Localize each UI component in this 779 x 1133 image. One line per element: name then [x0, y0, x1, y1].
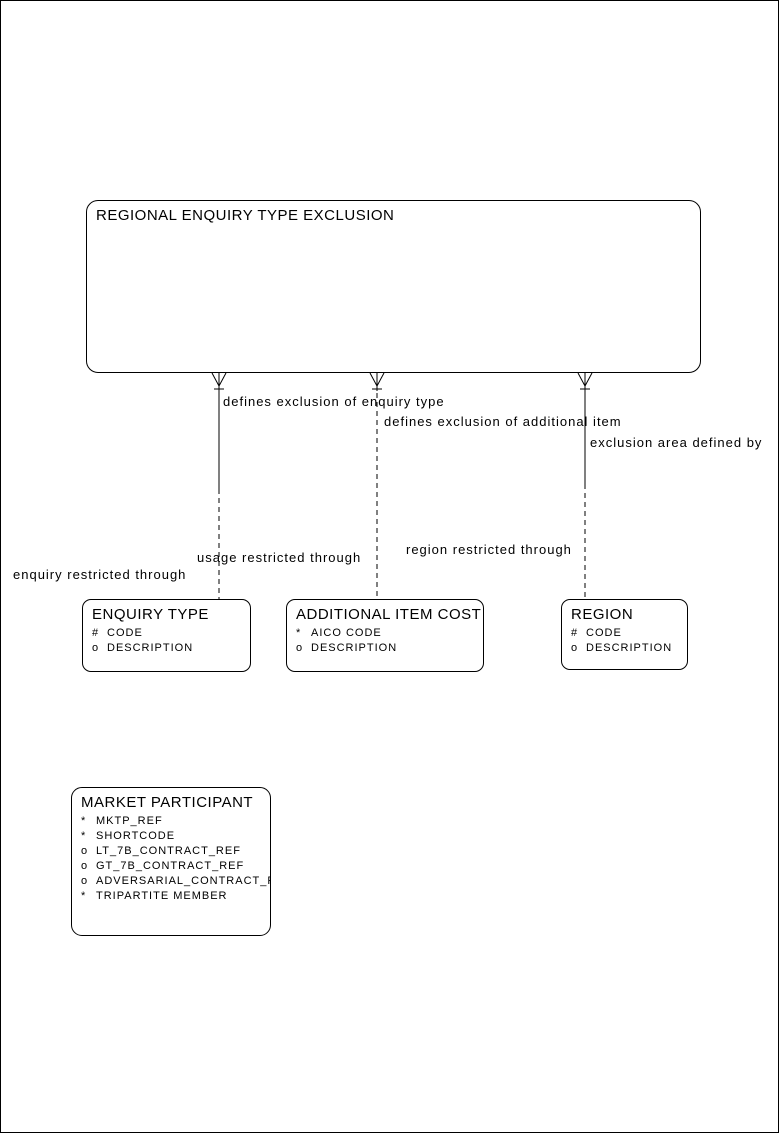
attribute-row: o ADVERSARIAL_CONTRACT_REF [81, 874, 270, 889]
attribute-name: MKTP_REF [96, 815, 163, 827]
attribute-row: o DESCRIPTION [296, 641, 483, 656]
entity-regional-enquiry-type-exclusion[interactable]: REGIONAL ENQUIRY TYPE EXCLUSION [86, 200, 701, 373]
relationship-label-region-restricted-through: region restricted through [406, 542, 572, 557]
attribute-name: ADVERSARIAL_CONTRACT_REF [96, 875, 270, 887]
relationship-label-usage-restricted-through: usage restricted through [197, 550, 362, 565]
attribute-name: TRIPARTITE MEMBER [96, 890, 228, 902]
attribute-name: DESCRIPTION [311, 642, 398, 654]
attribute-prefix: o [571, 642, 578, 654]
attribute-prefix: o [81, 845, 88, 857]
connector-enquiry-type [211, 372, 227, 599]
attribute-list: # CODE o DESCRIPTION [83, 626, 250, 656]
attribute-prefix: * [81, 890, 86, 902]
relationship-label-defines-exclusion-of-enquiry-type: defines exclusion of enquiry type [223, 394, 445, 409]
attribute-name: GT_7B_CONTRACT_REF [96, 860, 245, 872]
attribute-name: CODE [586, 627, 622, 639]
attribute-prefix: o [81, 875, 88, 887]
entity-enquiry-type[interactable]: ENQUIRY TYPE # CODE o DESCRIPTION [82, 599, 251, 672]
attribute-row: o DESCRIPTION [92, 641, 250, 656]
entity-title: ADDITIONAL ITEM COST [296, 606, 482, 623]
attribute-prefix: * [296, 627, 301, 639]
attribute-name: DESCRIPTION [586, 642, 673, 654]
attribute-row: o LT_7B_CONTRACT_REF [81, 844, 270, 859]
attribute-name: DESCRIPTION [107, 642, 194, 654]
crows-foot-icon [211, 372, 227, 391]
attribute-row: * AICO CODE [296, 626, 483, 641]
attribute-prefix: # [92, 627, 99, 639]
attribute-row: o DESCRIPTION [571, 641, 687, 656]
attribute-prefix: * [81, 815, 86, 827]
relationship-label-enquiry-restricted-through: enquiry restricted through [13, 567, 187, 582]
attribute-name: LT_7B_CONTRACT_REF [96, 845, 241, 857]
entity-region[interactable]: REGION # CODE o DESCRIPTION [561, 599, 688, 670]
attribute-prefix: # [571, 627, 578, 639]
crows-foot-icon [577, 372, 593, 391]
attribute-row: * MKTP_REF [81, 814, 270, 829]
attribute-prefix: o [296, 642, 303, 654]
entity-additional-item-cost[interactable]: ADDITIONAL ITEM COST * AICO CODE o DESCR… [286, 599, 484, 672]
attribute-list: * AICO CODE o DESCRIPTION [287, 626, 483, 656]
entity-title: ENQUIRY TYPE [92, 606, 209, 623]
crows-foot-icon [369, 372, 385, 391]
attribute-prefix: o [81, 860, 88, 872]
relationship-label-defines-exclusion-of-additional-item: defines exclusion of additional item [384, 414, 622, 429]
entity-market-participant[interactable]: MARKET PARTICIPANT * MKTP_REF * SHORTCOD… [71, 787, 271, 936]
entity-title: REGION [571, 606, 634, 623]
attribute-row: o GT_7B_CONTRACT_REF [81, 859, 270, 874]
attribute-prefix: * [81, 830, 86, 842]
attribute-name: CODE [107, 627, 143, 639]
relationship-label-exclusion-area-defined-by: exclusion area defined by [590, 435, 763, 450]
attribute-list: # CODE o DESCRIPTION [562, 626, 687, 656]
connector-region [577, 372, 593, 599]
attribute-row: # CODE [92, 626, 250, 641]
attribute-row: # CODE [571, 626, 687, 641]
entity-title: REGIONAL ENQUIRY TYPE EXCLUSION [96, 207, 395, 224]
connector-additional-item-cost [369, 372, 385, 599]
attribute-name: SHORTCODE [96, 830, 176, 842]
attribute-prefix: o [92, 642, 99, 654]
entity-title: MARKET PARTICIPANT [81, 794, 254, 811]
attribute-row: * TRIPARTITE MEMBER [81, 889, 270, 904]
attribute-row: * SHORTCODE [81, 829, 270, 844]
attribute-list: * MKTP_REF * SHORTCODE o LT_7B_CONTRACT_… [72, 814, 270, 904]
attribute-name: AICO CODE [311, 627, 382, 639]
